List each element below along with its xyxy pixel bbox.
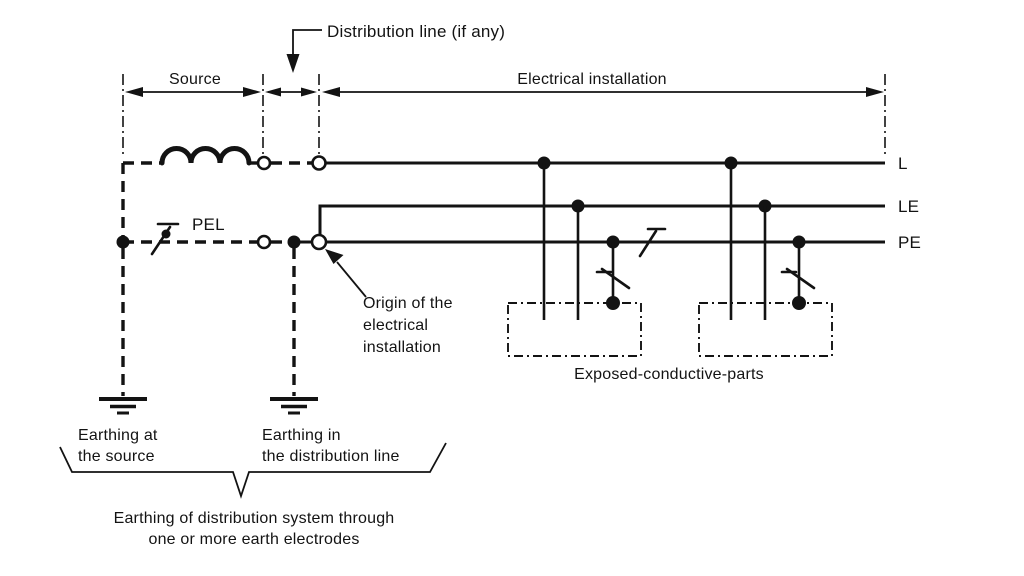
exposed-part-box: [507, 302, 642, 357]
origin-leader-line: [336, 261, 367, 298]
bottom-note: Earthing of distribution system through …: [114, 510, 395, 548]
earth-electrode-icon: [99, 397, 147, 415]
conductor-l: L: [123, 146, 908, 173]
source-dim-label: Source: [169, 71, 221, 88]
distribution-earthing-branch: [270, 248, 318, 415]
disconnect-switch-icon: [780, 267, 816, 290]
earth-electrode-icon: [270, 397, 318, 415]
pel-switch-icon: PEL: [150, 215, 225, 256]
pe-line-switch-icon: [638, 227, 667, 258]
leader-line: [292, 29, 322, 56]
disconnect-switch-icon: [595, 267, 631, 290]
up-left-arrowhead-icon: [325, 249, 344, 264]
origin-node-icon: [310, 233, 328, 251]
bottom-note-line2: one or more earth electrodes: [148, 531, 359, 548]
source-earthing-branch: [99, 163, 147, 415]
exposed-part-box: [698, 302, 833, 357]
earthing-distribution-label: Earthing in the distribution line: [262, 427, 400, 465]
down-arrowhead-icon: [286, 54, 300, 73]
terminal-node-icon: [311, 155, 327, 171]
dimension-distribution-gap: [265, 87, 317, 97]
origin-label-line2: electrical: [363, 317, 428, 334]
source-winding-icon: [159, 146, 252, 166]
pel-label: PEL: [192, 215, 225, 234]
conductor-le: LE: [318, 197, 919, 235]
right-arrowhead-icon: [243, 87, 261, 97]
earthing-source-line2: the source: [78, 448, 155, 465]
earthing-distribution-line1: Earthing in: [262, 427, 341, 444]
dimension-source: Source: [125, 71, 261, 97]
exposed-part-group-2: [698, 156, 833, 357]
distribution-line-label: Distribution line (if any): [327, 22, 505, 41]
earthing-distribution-line2: the distribution line: [262, 448, 400, 465]
grouping-brace: [59, 442, 447, 499]
origin-label-line1: Origin of the: [363, 295, 453, 312]
right-arrowhead-icon: [866, 87, 884, 97]
left-arrowhead-icon: [265, 87, 281, 97]
exposed-part-group-1: [507, 156, 667, 357]
conductor-label-le: LE: [898, 197, 919, 216]
earthing-source-label: Earthing at the source: [78, 427, 158, 465]
exposed-conductive-parts-label: Exposed-conductive-parts: [574, 366, 764, 383]
earthing-source-line1: Earthing at: [78, 427, 158, 444]
le-wire: [318, 204, 885, 235]
dimension-installation: Electrical installation: [322, 71, 884, 97]
bottom-note-line1: Earthing of distribution system through: [114, 510, 395, 527]
terminal-node-icon: [256, 234, 272, 250]
terminal-node-icon: [256, 155, 272, 171]
electrical-installation-dim-label: Electrical installation: [517, 71, 667, 88]
junction-dot-icon: [116, 235, 130, 249]
conductor-label-l: L: [898, 154, 908, 173]
switch-dot: [161, 229, 171, 239]
origin-callout: Origin of the electrical installation: [325, 249, 453, 356]
conductor-pe: PE: [123, 233, 921, 252]
conductor-label-pe: PE: [898, 233, 921, 252]
origin-label-line3: installation: [363, 339, 441, 356]
bond-dot-icon: [606, 296, 620, 310]
right-arrowhead-icon: [301, 87, 317, 97]
distribution-line-callout: Distribution line (if any): [286, 22, 505, 73]
left-arrowhead-icon: [125, 87, 143, 97]
left-arrowhead-icon: [322, 87, 340, 97]
